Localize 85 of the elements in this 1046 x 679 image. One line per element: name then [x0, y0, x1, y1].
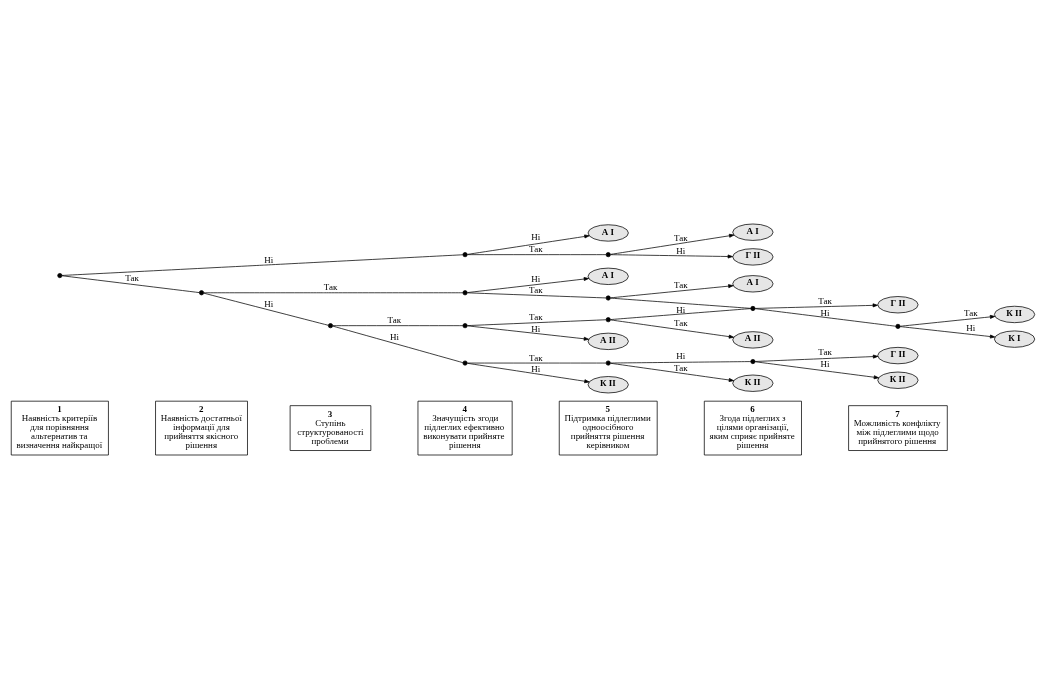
edge-label: Так: [673, 318, 688, 329]
connector: [610, 361, 752, 364]
node-ellipse: А І: [732, 223, 774, 241]
edge-label: Так: [528, 352, 543, 363]
node-dot: [462, 290, 468, 296]
arrow: [754, 361, 879, 380]
node-dot: [895, 323, 901, 329]
connector: [754, 308, 897, 327]
arrow: [610, 254, 733, 259]
node-ellipse: Г ІІ: [877, 296, 919, 314]
node-dot: [327, 323, 333, 329]
connector: [467, 254, 607, 255]
connector: [467, 292, 607, 299]
connector: [203, 292, 329, 326]
node-box: 6 Згода підлеглих з цілями організації, яким сприяє прийняте рішення: [703, 400, 802, 456]
node-ellipse: А І: [587, 224, 629, 242]
arrow: [467, 325, 589, 341]
node-dot: [462, 252, 468, 258]
connector: [610, 308, 752, 320]
arrow: [899, 314, 996, 327]
connector: [467, 362, 607, 364]
node-ellipse: А І: [732, 275, 774, 293]
node-box: 2 Наявність достатньої інформації для прийняття якісного рішення: [155, 400, 248, 456]
connector: [61, 275, 200, 293]
edge-label: Так: [818, 347, 832, 358]
edge-label: Так: [818, 296, 832, 307]
edge-label: Ні: [820, 359, 830, 370]
node-ellipse: А І: [587, 267, 629, 285]
node-box: 1 Наявність критеріїв для порівняння альтернатив та визначення найкращої: [10, 400, 109, 456]
node-dot: [605, 360, 611, 366]
edge-label: Так: [387, 315, 402, 326]
node-ellipse: К І: [994, 330, 1036, 348]
arrow: [610, 319, 734, 339]
node-box: 7 Можливість конфлікту між підлеглими щодо прийнятого рішення: [848, 405, 948, 451]
edge-label: Ні: [264, 254, 274, 265]
connector: [467, 319, 607, 326]
node-dot: [750, 359, 756, 365]
connector: [203, 292, 464, 294]
edge-label: Так: [528, 312, 543, 323]
node-dot: [462, 323, 468, 329]
node-ellipse: А ІІ: [587, 332, 629, 350]
node-box: 4 Значущість згоди підлеглих ефективно виконувати прийняте рішення: [417, 400, 513, 456]
arrow: [610, 284, 734, 299]
edge-label: Так: [673, 362, 688, 373]
node-ellipse: К ІІ: [587, 376, 629, 394]
arrow: [610, 233, 735, 255]
node-dot: [750, 305, 756, 311]
edge-label: Так: [323, 282, 338, 293]
edge-label: Ні: [820, 307, 830, 318]
edge-label: Так: [528, 244, 543, 255]
node-ellipse: Г ІІ: [732, 248, 774, 266]
node-ellipse: К ІІ: [994, 305, 1036, 324]
edge-label: Так: [964, 308, 978, 319]
edge-label: Ні: [966, 323, 976, 334]
edge-label: Ні: [531, 274, 541, 285]
node-dot: [57, 273, 63, 279]
edge-label: Ні: [531, 324, 541, 335]
connector: [332, 325, 464, 327]
node-ellipse: К ІІ: [877, 371, 919, 389]
node-box: 3 Ступінь структурованості проблеми: [289, 405, 372, 451]
arrow: [467, 362, 590, 384]
node-dot: [605, 317, 611, 323]
edge-label: Так: [528, 285, 543, 296]
node-ellipse: К ІІ: [732, 374, 774, 392]
edge-label: Ні: [676, 304, 686, 315]
arrow: [610, 362, 734, 382]
edge-label: Так: [125, 273, 139, 284]
arrow: [467, 234, 590, 255]
node-dot: [605, 295, 611, 301]
arrow: [899, 326, 996, 339]
node-dot: [199, 290, 205, 296]
edge-label: Ні: [676, 245, 686, 256]
edge-label: Так: [673, 232, 688, 243]
edge-label: Ні: [264, 298, 274, 309]
edge-label: Ні: [531, 363, 541, 374]
edge-label: Ні: [531, 232, 541, 243]
node-box: 5 Підтримка підлеглими одноосібного прийняття рішення керівником: [558, 400, 658, 456]
connector: [332, 325, 464, 363]
node-ellipse: Г ІІ: [877, 346, 919, 365]
edge-label: Ні: [676, 351, 686, 362]
node-ellipse: А ІІ: [732, 331, 774, 349]
node-dot: [462, 360, 468, 366]
node-dot: [605, 252, 611, 258]
edge-label: Ні: [389, 331, 399, 342]
edge-label: Так: [673, 279, 688, 290]
